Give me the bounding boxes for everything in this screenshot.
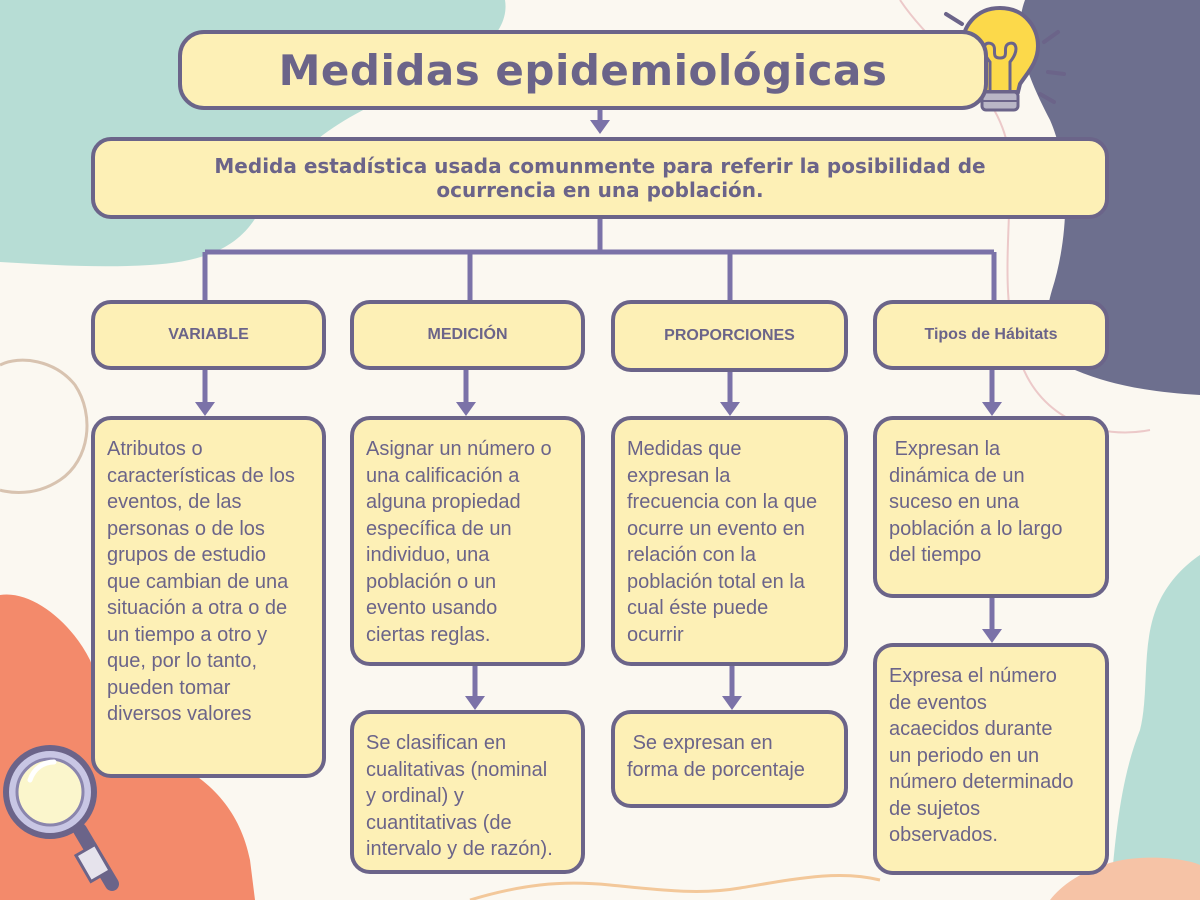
heading-variable: VARIABLE [91, 300, 326, 370]
medicion-description: Asignar un número o una calificación a a… [350, 416, 585, 666]
heading-proporciones-label: PROPORCIONES [664, 327, 795, 344]
heading-medicion: MEDICIÓN [350, 300, 585, 370]
heading-variable-label: VARIABLE [168, 326, 249, 343]
tipos-habitats-description: Expresan la dinámica de un suceso en una… [873, 416, 1109, 598]
title-box: Medidas epidemiológicas [178, 30, 988, 110]
magnifying-glass-icon [3, 745, 119, 891]
page-title: Medidas epidemiológicas [278, 45, 888, 95]
decorative-squiggle [469, 873, 881, 900]
heading-medicion-label: MEDICIÓN [427, 326, 508, 343]
mint-blob-bottom [1110, 555, 1200, 900]
heading-tipos-habitats: Tipos de Hábitats [873, 300, 1109, 370]
definition-box: Medida estadística usada comunmente para… [91, 137, 1109, 219]
slate-blob [1020, 0, 1200, 395]
definition-text: Medida estadística usada comunmente para… [214, 154, 986, 202]
heading-tipos-habitats-label: Tipos de Hábitats [924, 326, 1058, 343]
connector-lines [202, 110, 997, 700]
medicion-detail: Se clasifican en cualitativas (nominal y… [350, 710, 585, 874]
proporciones-detail: Se expresan en forma de porcentaje [611, 710, 848, 808]
peach-blob [1050, 857, 1200, 900]
heading-proporciones: PROPORCIONES [611, 300, 848, 372]
tipos-habitats-detail: Expresa el número de eventos acaecidos d… [873, 643, 1109, 875]
arrowheads [195, 120, 1002, 710]
proporciones-description: Medidas que expresan la frecuencia con l… [611, 416, 848, 666]
variable-description: Atributos o características de los event… [91, 416, 326, 778]
decorative-squiggle [0, 358, 89, 494]
